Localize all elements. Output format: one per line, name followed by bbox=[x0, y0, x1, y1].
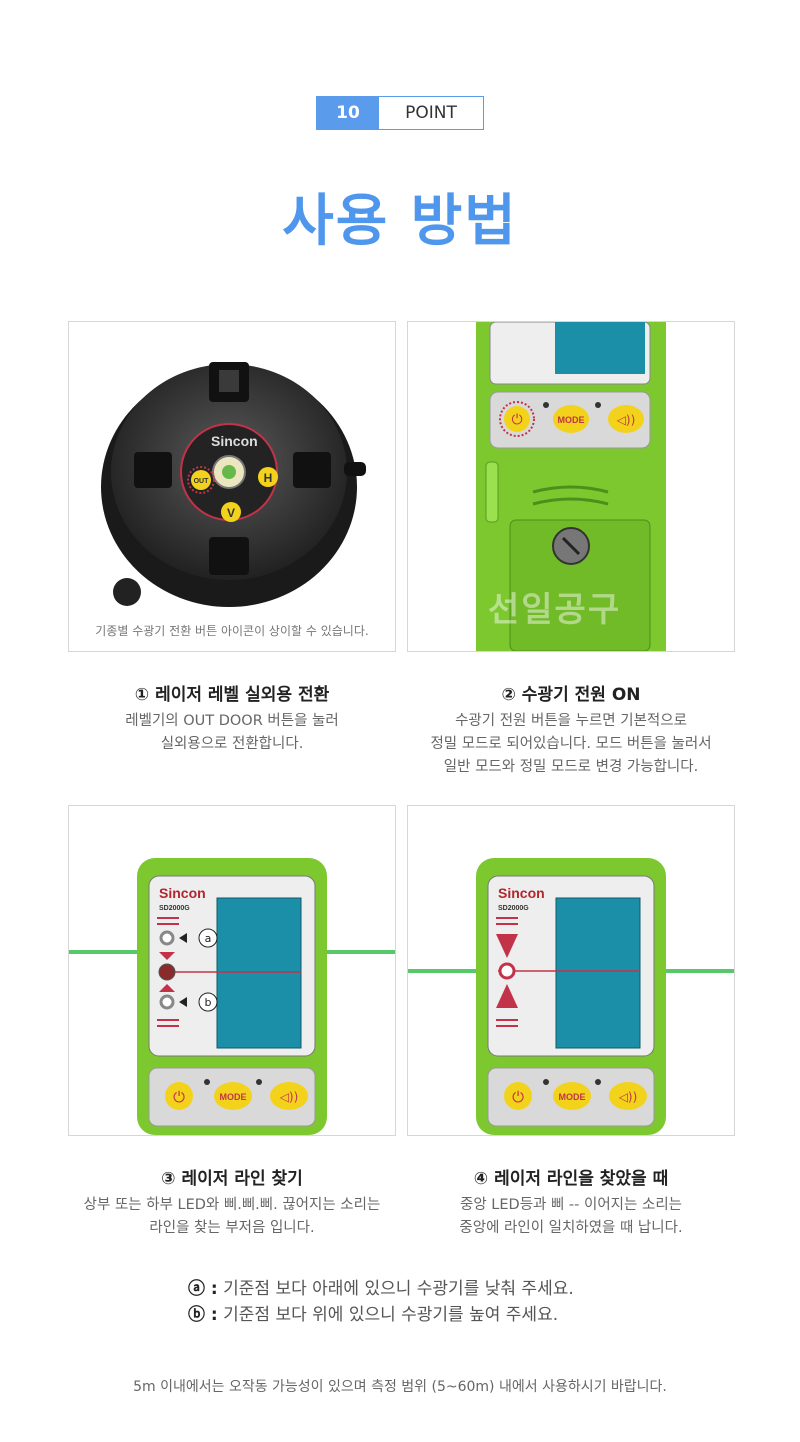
description-4: 중앙 LED등과 삐 -- 이어지는 소리는 중앙에 라인이 일치하였을 때 납… bbox=[459, 1197, 683, 1236]
svg-text:⏻: ⏻ bbox=[512, 1088, 524, 1106]
button-out: OUT bbox=[194, 478, 210, 485]
description-2: 수광기 전원 버튼을 누르면 기본적으로 정밀 모드로 되어있습니다. 모드 버… bbox=[430, 713, 712, 775]
description-1: 레벨기의 OUT DOOR 버튼을 눌러 실외용으로 전환합니다. bbox=[125, 713, 339, 752]
caption-4: ④ 레이저 라인을 찾았을 때 bbox=[473, 1169, 669, 1189]
watermark: 선일공구 bbox=[488, 590, 622, 630]
laser-level-image: Sincon H V OUT bbox=[101, 362, 366, 607]
svg-text:⏻: ⏻ bbox=[511, 412, 522, 428]
mode-button-label: MODE bbox=[559, 1092, 586, 1102]
device-brand: Sincon bbox=[159, 885, 206, 901]
line-found-image: Sincon SD2000G ⏻ MODE ◁)) bbox=[408, 858, 734, 1135]
device-model: SD2000G bbox=[159, 905, 190, 912]
note-b: ⓑ : 기준점 보다 위에 있으니 수광기를 높여 주세요. bbox=[188, 1300, 558, 1325]
mode-button-label: MODE bbox=[220, 1092, 247, 1102]
point-badge: 10 POINT bbox=[316, 96, 484, 130]
caption-1: ① 레이저 레벨 실외용 전환 bbox=[134, 685, 330, 705]
note-a-text: 기준점 보다 아래에 있으니 수광기를 낮춰 주세요. bbox=[217, 1279, 574, 1299]
note-a: ⓐ : 기준점 보다 아래에 있으니 수광기를 낮춰 주세요. bbox=[188, 1274, 574, 1299]
description-3: 상부 또는 하부 LED와 삐.삐.삐. 끊어지는 소리는 라인을 찾는 부저음… bbox=[83, 1197, 381, 1236]
note-b-mark: ⓑ : bbox=[188, 1305, 218, 1325]
panel-finding-line: Sincon SD2000G a b ⏻ MODE ◁)) bbox=[68, 805, 396, 1136]
marker-a: a bbox=[205, 932, 212, 945]
device-brand: Sincon bbox=[498, 885, 545, 901]
point-label: POINT bbox=[405, 103, 457, 123]
svg-text:◁)): ◁)) bbox=[618, 1090, 638, 1104]
svg-text:◁)): ◁)) bbox=[616, 413, 636, 427]
caption-3: ③ 레이저 라인 찾기 bbox=[161, 1169, 303, 1189]
svg-text:◁)): ◁)) bbox=[279, 1090, 299, 1104]
finding-line-image: Sincon SD2000G a b ⏻ MODE ◁)) bbox=[69, 858, 395, 1135]
button-h: H bbox=[264, 471, 273, 485]
panel-laser-level: Sincon H V OUT 기종별 수광기 전환 버튼 아이콘이 상이할 수 … bbox=[68, 321, 396, 652]
receiver-power-image: ⏻ MODE ◁)) bbox=[476, 322, 666, 651]
svg-text:⏻: ⏻ bbox=[173, 1088, 185, 1106]
footer-note: 5m 이내에서는 오작동 가능성이 있으며 측정 범위 (5~60m) 내에서 … bbox=[133, 1379, 667, 1395]
panel-receiver-power: ⏻ MODE ◁)) 선일공구 bbox=[407, 321, 735, 652]
panel-line-found: Sincon SD2000G ⏻ MODE ◁)) bbox=[407, 805, 735, 1136]
page-title: 사용 방법 bbox=[282, 189, 518, 254]
note-b-text: 기준점 보다 위에 있으니 수광기를 높여 주세요. bbox=[217, 1305, 559, 1325]
mode-button-label: MODE bbox=[558, 415, 585, 425]
button-v: V bbox=[227, 506, 235, 520]
marker-b: b bbox=[205, 996, 212, 1009]
note-a-mark: ⓐ : bbox=[188, 1279, 218, 1299]
point-number: 10 bbox=[317, 97, 379, 129]
image-note: 기종별 수광기 전환 버튼 아이콘이 상이할 수 있습니다. bbox=[95, 624, 369, 638]
device-model: SD2000G bbox=[498, 905, 529, 912]
device-brand: Sincon bbox=[211, 433, 258, 449]
caption-2: ② 수광기 전원 ON bbox=[501, 685, 641, 705]
